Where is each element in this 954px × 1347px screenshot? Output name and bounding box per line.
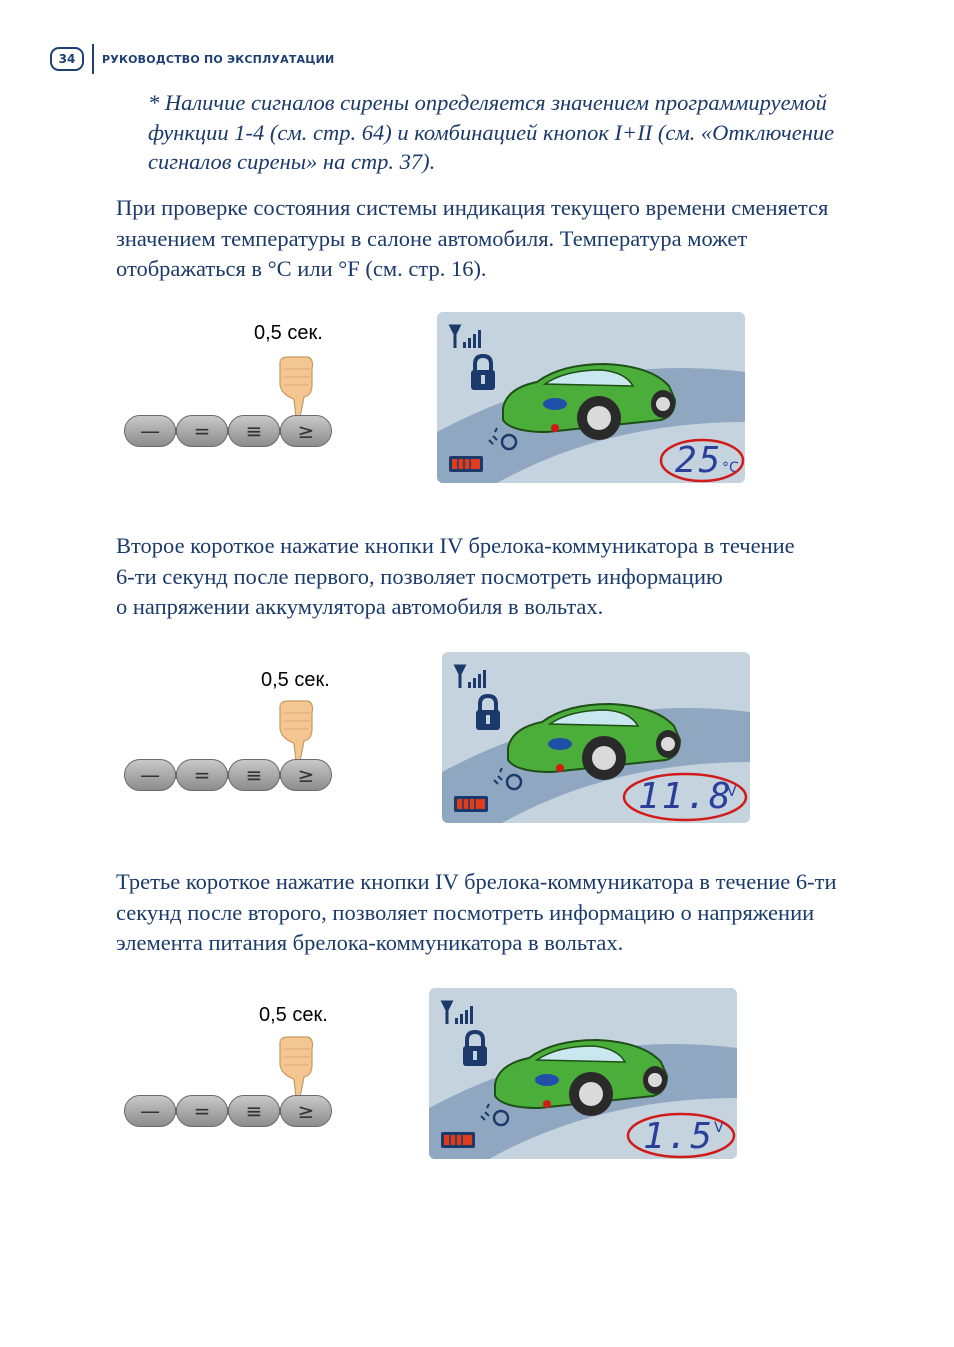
highlight-oval bbox=[626, 1112, 736, 1159]
button-i[interactable]: — bbox=[124, 1095, 176, 1127]
paragraph-line: Второе короткое нажатие кнопки IV брелок… bbox=[116, 533, 795, 558]
lcd-display: 25 °C bbox=[437, 312, 745, 483]
paragraph-line: секунд после второго, позволяет посмотре… bbox=[116, 899, 815, 925]
keyfob-buttons: — = ≡ ≥ bbox=[124, 1095, 334, 1127]
battery-icon bbox=[454, 796, 488, 812]
paragraph-battery: Второе короткое нажатие кнопки IV брелок… bbox=[116, 531, 886, 623]
footnote: * Наличие сигналов сирены определяется з… bbox=[148, 88, 868, 177]
signal-icon bbox=[453, 664, 486, 688]
button-iv[interactable]: ≥ bbox=[280, 415, 332, 447]
lcd-scene bbox=[437, 312, 745, 483]
car-image bbox=[502, 362, 677, 440]
siren-icon bbox=[480, 1103, 510, 1127]
paragraph-line: При проверке состояния системы индикация… bbox=[116, 195, 829, 220]
finger-press-icon bbox=[279, 1036, 314, 1099]
press-duration-label: 0,5 сек. bbox=[261, 669, 330, 691]
voltage-unit: V bbox=[714, 1120, 724, 1136]
signal-icon bbox=[448, 324, 481, 348]
battery-icon bbox=[449, 456, 483, 472]
footnote-line: * Наличие сигналов сирены определяется з… bbox=[148, 90, 827, 115]
finger-press-icon bbox=[279, 700, 314, 763]
siren-icon bbox=[488, 427, 518, 451]
lock-icon bbox=[476, 693, 500, 730]
page-number: 34 bbox=[50, 47, 84, 71]
button-ii[interactable]: = bbox=[176, 415, 228, 447]
button-iii[interactable]: ≡ bbox=[228, 415, 280, 447]
lcd-scene bbox=[442, 652, 750, 823]
header-title: РУКОВОДСТВО ПО ЭКСПЛУАТАЦИИ bbox=[102, 52, 335, 66]
highlight-oval bbox=[659, 438, 745, 483]
header-divider bbox=[92, 44, 94, 74]
paragraph-line: Третье короткое нажатие кнопки IV брелок… bbox=[116, 869, 837, 894]
finger-press-icon bbox=[279, 356, 314, 419]
lock-icon bbox=[463, 1029, 487, 1066]
paragraph-line: отображаться в °С или °F (см. стр. 16). bbox=[116, 256, 487, 281]
car-image bbox=[507, 702, 682, 780]
paragraph-line: элемента питания брелока-коммуникатора в… bbox=[116, 930, 624, 955]
temperature-readout: 25 bbox=[675, 440, 723, 481]
press-duration-label: 0,5 сек. bbox=[259, 1004, 328, 1026]
siren-icon bbox=[493, 767, 523, 791]
paragraph-line: значением температуры в салоне автомобил… bbox=[116, 225, 748, 251]
keyfob-buttons: — = ≡ ≥ bbox=[124, 759, 334, 791]
paragraph-line: 6-ти секунд после первого, позволяет пос… bbox=[116, 563, 723, 589]
button-iv[interactable]: ≥ bbox=[280, 759, 332, 791]
lcd-display: 11.8 V bbox=[442, 652, 750, 823]
button-iv[interactable]: ≥ bbox=[280, 1095, 332, 1127]
paragraph-fob-battery: Третье короткое нажатие кнопки IV брелок… bbox=[116, 867, 886, 959]
press-duration-label: 0,5 сек. bbox=[254, 322, 323, 344]
signal-icon bbox=[440, 1000, 473, 1024]
paragraph-temperature: При проверке состояния системы индикация… bbox=[116, 193, 886, 285]
button-iii[interactable]: ≡ bbox=[228, 759, 280, 791]
voltage-readout: 11.8 bbox=[638, 776, 733, 817]
keyfob-buttons: — = ≡ ≥ bbox=[124, 415, 334, 447]
footnote-line: сигналов сирены» на стр. 37). bbox=[148, 149, 436, 174]
button-ii[interactable]: = bbox=[176, 759, 228, 791]
button-i[interactable]: — bbox=[124, 415, 176, 447]
page-header: 34 РУКОВОДСТВО ПО ЭКСПЛУАТАЦИИ bbox=[50, 44, 334, 74]
battery-icon bbox=[441, 1132, 475, 1148]
car-image bbox=[494, 1038, 669, 1116]
lcd-display: 1.5 V bbox=[429, 988, 737, 1159]
button-iii[interactable]: ≡ bbox=[228, 1095, 280, 1127]
paragraph-line: о напряжении аккумулятора автомобиля в в… bbox=[116, 594, 604, 619]
footnote-line: функции 1-4 (см. стр. 64) и комбинацией … bbox=[148, 119, 835, 145]
lock-icon bbox=[471, 353, 495, 390]
voltage-readout: 1.5 bbox=[643, 1116, 715, 1157]
button-ii[interactable]: = bbox=[176, 1095, 228, 1127]
voltage-unit: V bbox=[727, 784, 737, 800]
button-i[interactable]: — bbox=[124, 759, 176, 791]
highlight-oval bbox=[622, 772, 748, 822]
lcd-scene bbox=[429, 988, 737, 1159]
